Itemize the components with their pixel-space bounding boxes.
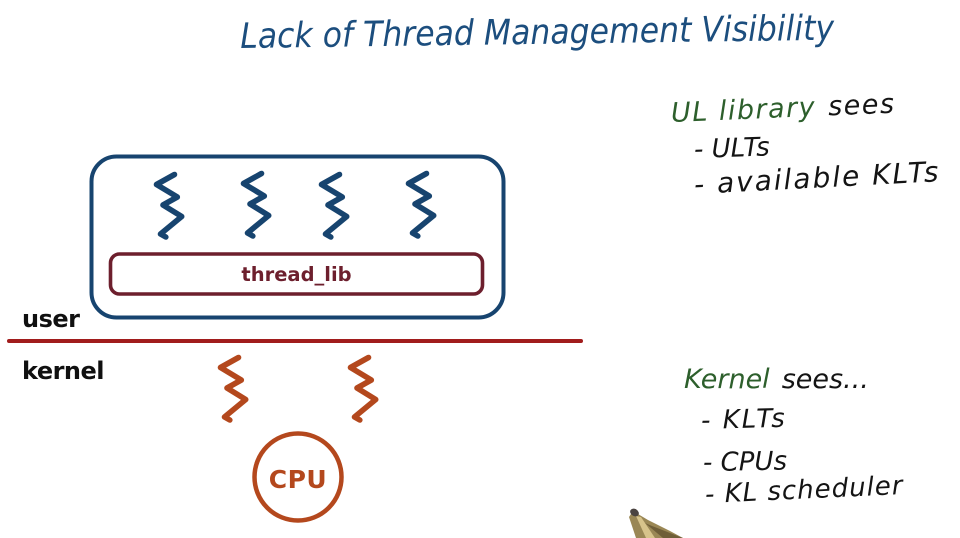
thread-lib-box [108,252,485,296]
klt-squiggle-icon-2 [351,358,376,421]
ul-library-note-item: - ULTs [693,132,771,165]
thread-lib-label: thread_lib [241,263,352,286]
page-title: Lack of Thread Management Visibility [240,8,835,57]
kernel-label: kernel [22,357,105,385]
heading-gap [816,115,828,116]
user-level-box [89,154,506,320]
ult-squiggle-icon-3 [322,175,347,238]
cpu-label: CPU [268,465,328,494]
pen-cone-highlight [636,516,655,538]
kernel-note-heading: Kernel sees... [684,364,869,395]
ult-squiggle-icon-4 [409,174,434,237]
ult-squiggle-icon-1 [157,175,182,238]
pen-cursor-icon [629,508,683,538]
user-label: user [22,305,80,333]
pen-cone-shadow [645,523,683,538]
ul-library-note-heading-rest: sees [827,88,897,123]
kernel-note-heading-rest: sees... [781,364,869,395]
klt-squiggle-icon-1 [221,358,246,421]
kernel-note-item: - CPUs [702,446,788,478]
cpu-circle [252,431,344,523]
ult-squiggle-icon-2 [244,174,269,237]
pen-tip [630,508,639,517]
kernel-note-item: - KLTs [700,403,788,436]
pen-cone [629,511,683,538]
ul-library-note-heading-highlight: UL library [670,91,817,129]
kernel-note-heading-highlight: Kernel [684,364,770,395]
